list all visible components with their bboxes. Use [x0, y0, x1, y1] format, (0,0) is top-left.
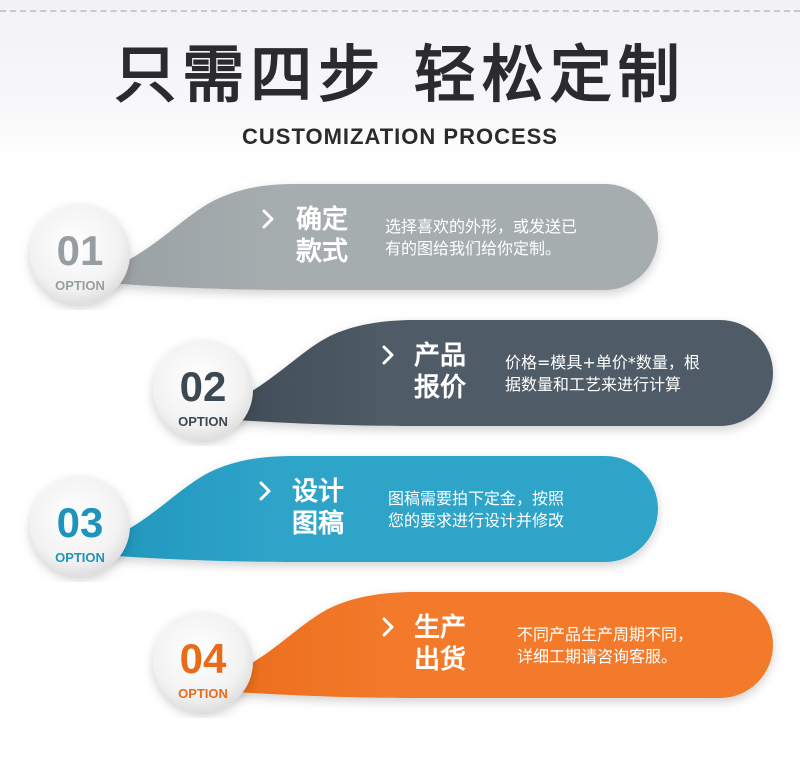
step-card-4: 04 OPTION 生产 出货 不同产品生产周期不同， 详细工期请咨询客服。 [0, 578, 800, 718]
step-3-number: 03 [56, 499, 104, 546]
step-4-badge-circle [153, 612, 253, 712]
step-card-1: 01 OPTION 确定 款式 选择喜欢的外形，或发送已 有的图给我们给你定制。 [0, 170, 800, 310]
step-2-badge-circle [153, 340, 253, 440]
chevron-right-icon [382, 617, 394, 637]
step-4-shape [153, 592, 773, 712]
step-1-shape [30, 184, 658, 304]
page-title: 只需四步 轻松定制 [114, 38, 686, 111]
chevron-right-icon [382, 345, 394, 365]
step-card-2: 02 OPTION 产品 报价 价格=模具+单价*数量，根 据数量和工艺来进行计… [0, 306, 800, 446]
step-1-option-label: OPTION [55, 278, 105, 293]
step-2-option-label: OPTION [178, 414, 228, 429]
chevron-right-icon [262, 209, 274, 229]
step-2-title: 产品 报价 [414, 341, 467, 403]
step-2-description: 价格=模具+单价*数量，根 据数量和工艺来进行计算 [505, 353, 700, 394]
page-subtitle: CUSTOMIZATION PROCESS [242, 124, 558, 149]
step-1-badge-circle [30, 204, 130, 304]
step-3-description: 图稿需要拍下定金，按照 您的要求进行设计并修改 [388, 489, 565, 530]
step-2-number: 02 [179, 363, 227, 410]
step-4-option-label: OPTION [178, 686, 228, 701]
header-background [0, 0, 800, 165]
dashed-top-border [0, 10, 800, 12]
step-1-title: 确定 款式 [296, 205, 349, 267]
step-1-number: 01 [56, 227, 104, 274]
step-3-title: 设计 图稿 [292, 477, 345, 539]
step-3-option-label: OPTION [55, 550, 105, 565]
step-4-number: 04 [179, 635, 227, 682]
step-4-description: 不同产品生产周期不同， 详细工期请咨询客服。 [517, 625, 694, 666]
step-2-shape [153, 320, 773, 440]
step-3-shape [30, 456, 658, 576]
step-3-badge-circle [30, 476, 130, 576]
chevron-right-icon [259, 481, 271, 501]
step-card-3: 03 OPTION 设计 图稿 图稿需要拍下定金，按照 您的要求进行设计并修改 [0, 442, 800, 582]
step-4-title: 生产 出货 [414, 613, 467, 675]
step-1-description: 选择喜欢的外形，或发送已 有的图给我们给你定制。 [385, 217, 578, 258]
